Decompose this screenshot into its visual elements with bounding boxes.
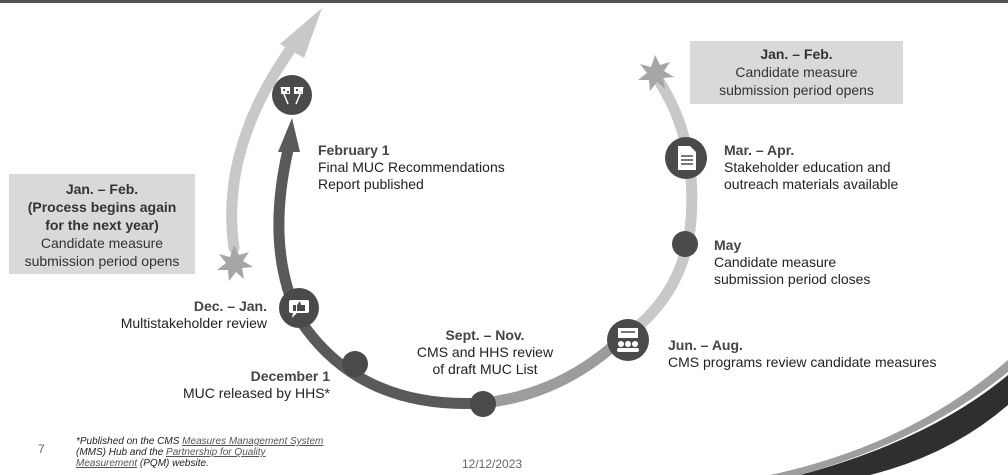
label-decjan: Dec. – Jan. Multistakeholder review	[90, 298, 267, 332]
label-dec1-heading: December 1	[250, 368, 330, 384]
label-marapr-heading: Mar. – Apr.	[724, 142, 795, 158]
node-feb1	[272, 75, 312, 115]
box-right-heading: Jan. – Feb.	[760, 46, 833, 62]
arc-light-arrowhead	[280, 8, 322, 58]
label-feb1: February 1 Final MUC Recommendations Rep…	[318, 142, 505, 193]
arc-light-left	[226, 44, 296, 254]
node-junaug	[607, 319, 649, 361]
box-right-line2: submission period opens	[719, 82, 874, 98]
label-marapr-line1: Stakeholder education and	[724, 159, 891, 175]
label-junaug-heading: Jun. – Aug.	[668, 337, 743, 353]
pqm-link-part1[interactable]: Partnership for Quality	[166, 447, 266, 458]
box-process-begins-again: Jan. – Feb. (Process begins again for th…	[9, 174, 195, 274]
label-dec1-line1: MUC released by HHS*	[182, 385, 330, 401]
node-dec1	[342, 351, 368, 377]
date-footer: 12/12/2023	[462, 457, 523, 471]
node-septnov	[470, 391, 496, 417]
label-feb1-line2: Report published	[318, 176, 424, 192]
page-number: 7	[38, 442, 45, 456]
label-septnov-line2: of draft MUC List	[432, 361, 538, 377]
label-decjan-line1: Multistakeholder review	[120, 315, 267, 331]
presentation-group-icon	[617, 328, 639, 352]
starburst-left	[217, 245, 253, 281]
box-left-line1: Candidate measure	[40, 235, 164, 251]
label-marapr: Mar. – Apr. Stakeholder education and ou…	[724, 142, 898, 193]
label-septnov: Sept. – Nov. CMS and HHS review of draft…	[405, 327, 565, 378]
label-feb1-line1: Final MUC Recommendations	[318, 159, 505, 175]
box-left-line2: submission period opens	[24, 253, 180, 269]
footnote-text-2: (MMS) Hub and the	[76, 447, 167, 458]
label-septnov-line1: CMS and HHS review	[416, 344, 554, 360]
label-may-line2: submission period closes	[714, 271, 871, 287]
box-right-line1: Candidate measure	[735, 64, 858, 80]
label-decjan-heading: Dec. – Jan.	[193, 298, 267, 314]
thumbs-up-chat-icon	[289, 300, 309, 318]
label-septnov-heading: Sept. – Nov.	[445, 327, 525, 343]
pqm-link-part2[interactable]: Measurement	[76, 458, 138, 469]
label-feb1-heading: February 1	[318, 142, 390, 158]
box-submission-opens: Jan. – Feb. Candidate measure submission…	[690, 41, 903, 104]
node-may	[672, 231, 698, 257]
box-left-heading1: Jan. – Feb.	[65, 181, 139, 197]
label-may-heading: May	[714, 237, 742, 253]
starburst-right	[638, 55, 674, 91]
arc-mid-bottom	[482, 335, 624, 409]
label-dec1: December 1 MUC released by HHS*	[140, 368, 330, 402]
top-rule	[0, 0, 1008, 3]
footnote-text-1: *Published on the CMS	[76, 436, 183, 447]
label-junaug-line1: CMS programs review candidate measures	[668, 354, 937, 370]
footnote: *Published on the CMS Measures Managemen…	[76, 436, 376, 469]
arc-light-right	[614, 69, 698, 346]
box-left-heading2: (Process begins again	[27, 199, 177, 215]
label-may: May Candidate measure submission period …	[714, 237, 870, 288]
document-icon	[678, 146, 696, 170]
footnote-text-3: (PQM) website.	[137, 458, 209, 469]
arc-dark-arrowhead	[278, 118, 300, 152]
label-marapr-line2: outreach materials available	[724, 176, 899, 192]
label-may-line1: Candidate measure	[714, 254, 837, 270]
checkered-flags-icon	[280, 86, 304, 105]
label-junaug: Jun. – Aug. CMS programs review candidat…	[668, 337, 936, 371]
mms-link[interactable]: Measures Management System	[182, 436, 324, 447]
box-left-heading3: for the next year)	[45, 217, 159, 233]
corner-swoosh	[800, 375, 1008, 475]
